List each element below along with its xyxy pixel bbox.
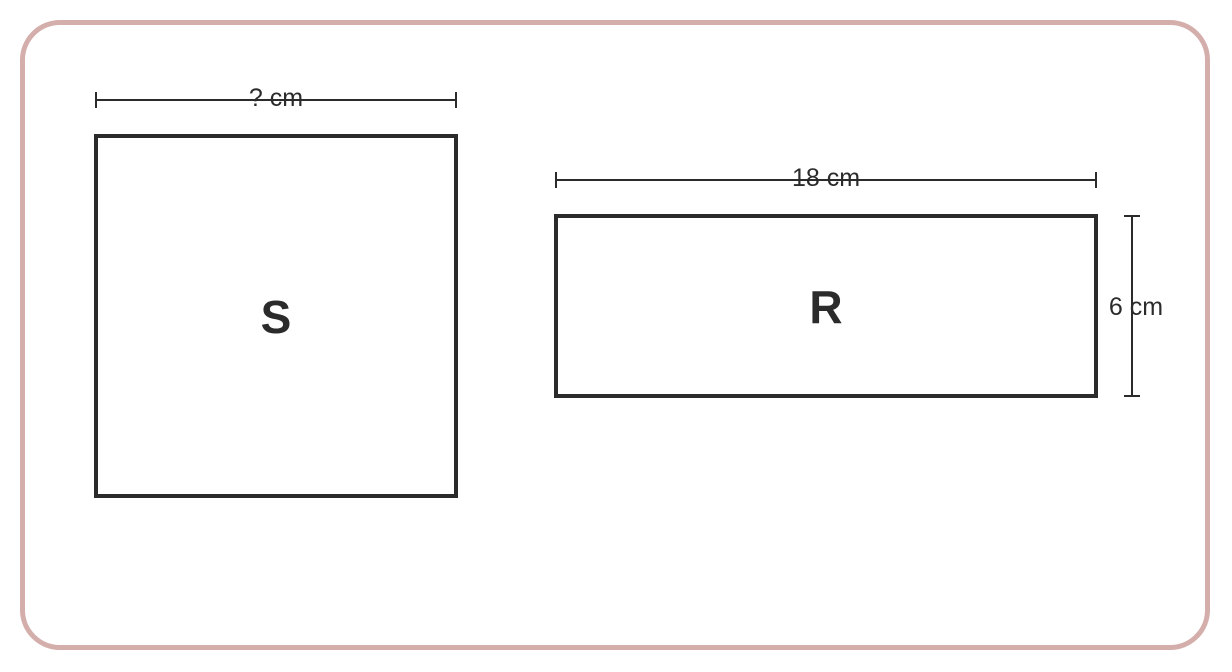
square-width-label: ? cm: [249, 84, 303, 112]
rectangle-height-label: 6 cm: [1109, 293, 1163, 321]
rectangle-label: R: [809, 281, 842, 333]
rectangle-r: R: [554, 214, 1098, 398]
rectangle-width-label: 18 cm: [792, 164, 860, 192]
rectangle-height-dimension: 6 cm: [1109, 215, 1163, 397]
square-s: S: [94, 134, 458, 498]
rectangle-shape: [554, 214, 1098, 398]
diagram-frame: [20, 20, 1210, 650]
rectangle-width-dimension: 18 cm: [555, 164, 1097, 192]
square-shape: [94, 134, 458, 498]
square-label: S: [261, 291, 292, 343]
square-width-dimension: ? cm: [95, 84, 457, 112]
